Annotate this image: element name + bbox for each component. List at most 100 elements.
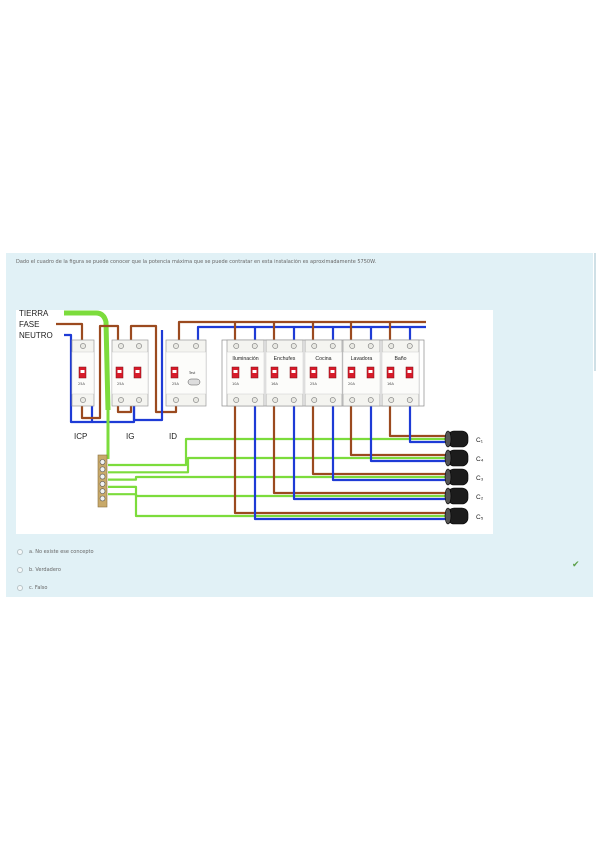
breaker-lever-mark [135,370,140,373]
circuit-label: C₃ [476,475,484,482]
terminal-screw [311,397,318,403]
circuit-label: C₄ [476,456,484,463]
ig-id-fase-wire [116,324,178,414]
breaker-lever-mark [349,370,354,373]
breaker-lever-mark [407,370,412,373]
terminal-screw [406,397,413,403]
ground-circuit-wire [108,475,448,481]
rating-label: 20A [348,382,355,386]
cable-end [444,449,452,467]
device-label-ig: IG [126,432,134,441]
terminal-screw [80,343,86,349]
circuit-neutro-wire [253,406,448,521]
cable-end [444,507,452,525]
terminal-screw [251,397,258,403]
terminal-screw [80,397,86,403]
device-label-id: ID [169,432,177,441]
answer-label: c. Falso [29,585,48,591]
ground-circuit-wire [108,485,448,498]
breaker-device: 16A Enchufes [265,339,304,407]
terminal-screw [290,343,297,349]
answer-option-b[interactable]: b. Verdadero [17,561,94,579]
circuit-fase-wire [388,406,448,438]
answer-option-a[interactable]: a. No existe ese concepto [17,543,94,561]
rating-label: 16A [387,382,394,386]
neutro-supply-wire [64,333,94,424]
breaker-lever-mark [388,370,393,373]
terminal-screw [193,343,199,349]
tierra-supply-wire [64,310,111,411]
terminal-screw [329,397,336,403]
ground-screw [99,495,106,502]
ground-bar [97,454,108,508]
breaker-lever-mark [311,370,316,373]
terminal-screw [118,397,124,403]
breaker-lever-mark [330,370,335,373]
cable-end [444,487,452,505]
ig-id-neutro-wire [132,330,164,422]
question-text: Dado el cuadro de la figura se puede con… [16,259,377,265]
fase-bus-wire [177,320,426,344]
ground-screw [99,481,106,487]
terminal-screw [193,397,199,403]
supply-label-fase: FASE [19,320,39,329]
ground-circuit-wire [108,437,448,467]
circuit-label: C₁ [476,437,484,444]
answer-label: b. Verdadero [29,567,61,573]
question-panel: Dado el cuadro de la figura se puede con… [6,253,593,597]
ground-screws [99,459,106,502]
ground-screw [99,473,106,480]
terminal-screw [118,343,124,349]
ground-screw [99,459,106,465]
terminal-screw [173,343,179,349]
terminal-screw [311,343,318,349]
terminal-screw [233,343,240,349]
breaker-lever-mark [233,370,238,373]
radio-button[interactable] [17,567,23,573]
icp-ig-fase-wire [80,324,120,420]
scrollbar[interactable] [594,253,596,371]
breaker-lever-mark [368,370,373,373]
breaker-name-label: Lavadora [351,356,373,362]
cable-end [444,468,452,486]
ground-circuit-wire [108,456,448,474]
ground-screw [99,488,106,494]
circuit-fase-wire [311,406,448,476]
terminal-screw [136,343,142,349]
ig-device: 25A [111,339,149,407]
terminal-screw [367,397,374,403]
ground-circuit-wire [108,493,448,518]
circuit-fase-wire [349,406,448,457]
radio-button[interactable] [17,549,23,555]
terminal-screw [173,397,179,403]
check-icon: ✔ [572,560,580,570]
circuit-neutro-wire [292,406,448,501]
answer-option-c[interactable]: c. Falso [17,579,94,597]
terminal-screw [349,397,356,403]
circuit-fase-wire [233,406,448,515]
breaker-name-label: Enchufes [274,356,296,362]
breaker-name-label: Iluminación [232,356,258,362]
rating-label: 25A [117,382,124,386]
terminal-screw [290,397,297,403]
circuit-fase-wire [272,406,448,495]
terminal-screw [388,397,395,403]
supply-label-neutro: NEUTRO [19,331,53,340]
circuit-neutro-wire [331,406,448,482]
radio-button[interactable] [17,585,23,591]
breaker-device: 20A Lavadora [342,339,381,407]
rating-label: 25A [310,382,317,386]
rating-label: 16A [271,382,278,386]
answer-label: a. No existe ese concepto [29,549,94,555]
terminal-screw [251,343,258,349]
breaker-lever-mark [291,370,296,373]
breaker-lever-mark [272,370,277,373]
breaker-name-label: Baño [394,356,406,362]
circuit-label: C₅ [476,514,484,521]
breaker-lever-mark [80,370,85,373]
wires-group [56,310,448,521]
breaker-device: 16A Baño [381,339,420,407]
